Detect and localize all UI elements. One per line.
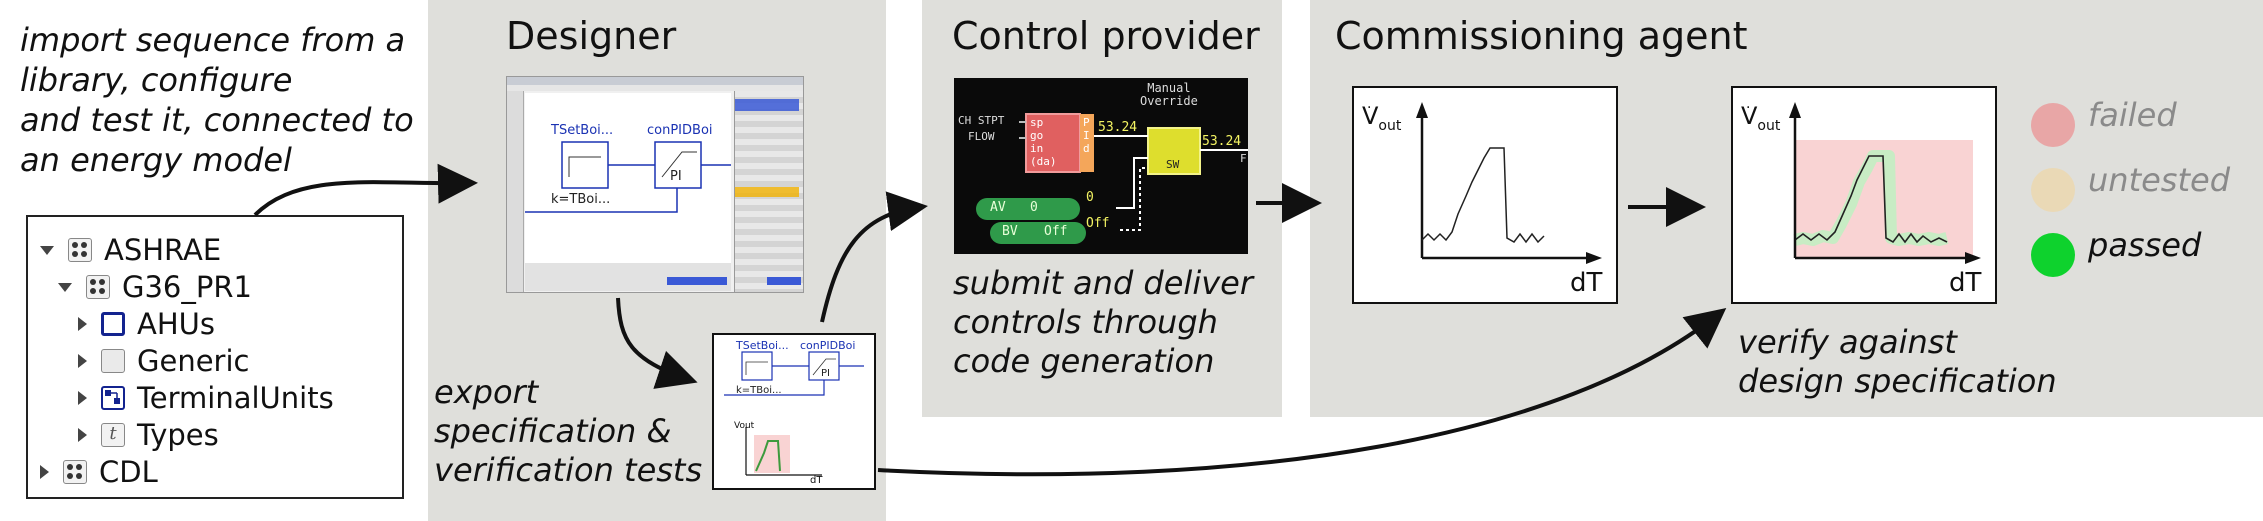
ctrl-bv-label: BV [1002,224,1018,239]
tree-item-label: AHUs [137,307,215,341]
ctrl-override-title: Manual Override [1140,81,1198,108]
types-icon: t [101,423,125,447]
plot-untested-xlabel: dT [1570,268,1603,298]
plot-untested-ylabel: Vout · [1362,100,1402,134]
ctrl-pid-text: sp go in (da) [1030,116,1057,168]
ctrl-input-chstpt: CH STPT [958,114,1005,127]
block-gain-label: k=TBoi... [551,192,611,207]
tree-item-types[interactable]: t Types [78,418,219,452]
commissioning-title: Commissioning agent [1335,14,1748,58]
tree-item-ahus[interactable]: AHUs [78,307,215,341]
export-text: export specification & verification test… [434,373,702,490]
ctrl-av-label: AV [990,200,1006,215]
control-program-screenshot: CH STPT FLOW sp go in (da) P I d 53.24 M… [954,78,1248,254]
tree-item-label: Types [137,418,219,452]
mini-gain-label: k=TBoi... [736,385,782,396]
collapse-arrow-icon[interactable] [40,465,49,479]
intro-text: import sequence from a library, configur… [20,20,414,180]
tree-item-terminal-units[interactable]: TerminalUnits [78,381,334,415]
verify-line: verify against [1738,323,1957,361]
menubar [507,85,803,91]
ctrl-input-flow: FLOW [968,130,995,143]
collapse-arrow-icon[interactable] [78,354,87,368]
expand-arrow-icon[interactable] [58,282,72,292]
legend-passed-dot [2031,233,2075,277]
mini-pi-label: PI [821,368,830,379]
plot-untested: Vout · dT [1352,86,1618,304]
collapse-arrow-icon[interactable] [78,428,87,442]
tree-item-label: G36_PR1 [122,270,252,304]
export-line: verification tests [434,451,703,489]
dot-accent: · [1746,100,1751,116]
intro-line: import sequence from a [20,21,406,59]
control-provider-title: Control provider [952,14,1260,58]
intro-line: and test it, connected to [20,101,414,139]
control-provider-text: submit and deliver controls through code… [953,264,1253,381]
block-setpoint-label: TSetBoi... [551,123,614,138]
plot-verified-xlabel: dT [1949,268,1982,298]
toolbar-left [507,91,524,292]
generic-package-icon [101,349,125,373]
designer-title: Designer [506,14,677,58]
plot-verified-ylabel: Vout · [1741,100,1781,134]
tree-item-label: ASHRAE [104,233,222,267]
export-line: specification & [434,412,672,450]
window-titlebar [507,77,803,85]
tree-item-g36[interactable]: G36_PR1 [58,270,252,304]
library-tree: ASHRAE G36_PR1 AHUs Generic TerminalUnit… [26,215,404,499]
legend-untested-label: untested [2088,161,2231,199]
intro-line: an energy model [20,141,292,179]
block-pi-label: PI [670,169,682,184]
control-provider-line: submit and deliver [953,264,1253,302]
legend-failed-label: failed [2088,96,2177,134]
ctrl-switch-label: SW [1166,158,1180,171]
ctrl-av-value: 0 [1030,200,1038,215]
tree-item-label: Generic [137,344,250,378]
block-pid-label: conPIDBoi [647,123,713,138]
ctrl-bv-value: Off [1044,224,1068,239]
mini-setpoint-label: TSetBoi... [736,339,789,352]
legend-failed-dot [2031,103,2075,147]
legend-untested-dot [2031,168,2075,212]
mini-plot-ylabel: Vout [734,421,755,431]
tree-item-label: TerminalUnits [137,381,334,415]
canvas [525,93,731,263]
terminal-units-icon [101,386,125,410]
dot-accent: · [1367,100,1372,116]
ctrl-output: F [1240,152,1247,165]
legend-passed-label: passed [2088,226,2202,264]
exported-spec: TSetBoi... conPIDBoi PI k=TBoi... Vout d… [712,333,876,490]
tree-item-label: CDL [99,455,158,489]
ahu-package-icon [101,312,125,336]
plot-verified: Vout · dT [1731,86,1997,304]
library-icon [68,238,92,262]
library-icon [86,275,110,299]
tree-item-generic[interactable]: Generic [78,344,249,378]
ctrl-bv-out: Off [1086,216,1110,231]
export-line: export [434,373,539,411]
collapse-arrow-icon[interactable] [78,317,87,331]
verify-text: verify against design specification [1738,323,2057,401]
expand-arrow-icon[interactable] [40,245,54,255]
tree-item-ashrae[interactable]: ASHRAE [40,233,221,267]
mini-pid-label: conPIDBoi [800,339,856,352]
intro-line: library, configure [20,61,293,99]
library-icon [63,460,87,484]
control-provider-line: code generation [953,342,1215,380]
designer-screenshot: TSetBoi... conPIDBoi PI k=TBoi... [506,76,804,293]
control-provider-line: controls through [953,303,1218,341]
collapse-arrow-icon[interactable] [78,391,87,405]
ctrl-pid-side: P I d [1083,116,1090,155]
mini-plot-xlabel: dT [810,475,823,486]
ctrl-av-out: 0 [1086,190,1094,205]
ctrl-value-1: 53.24 [1098,120,1138,135]
verify-line: design specification [1738,362,2057,400]
ctrl-value-2: 53.24 [1202,134,1242,149]
tree-item-cdl[interactable]: CDL [40,455,158,489]
